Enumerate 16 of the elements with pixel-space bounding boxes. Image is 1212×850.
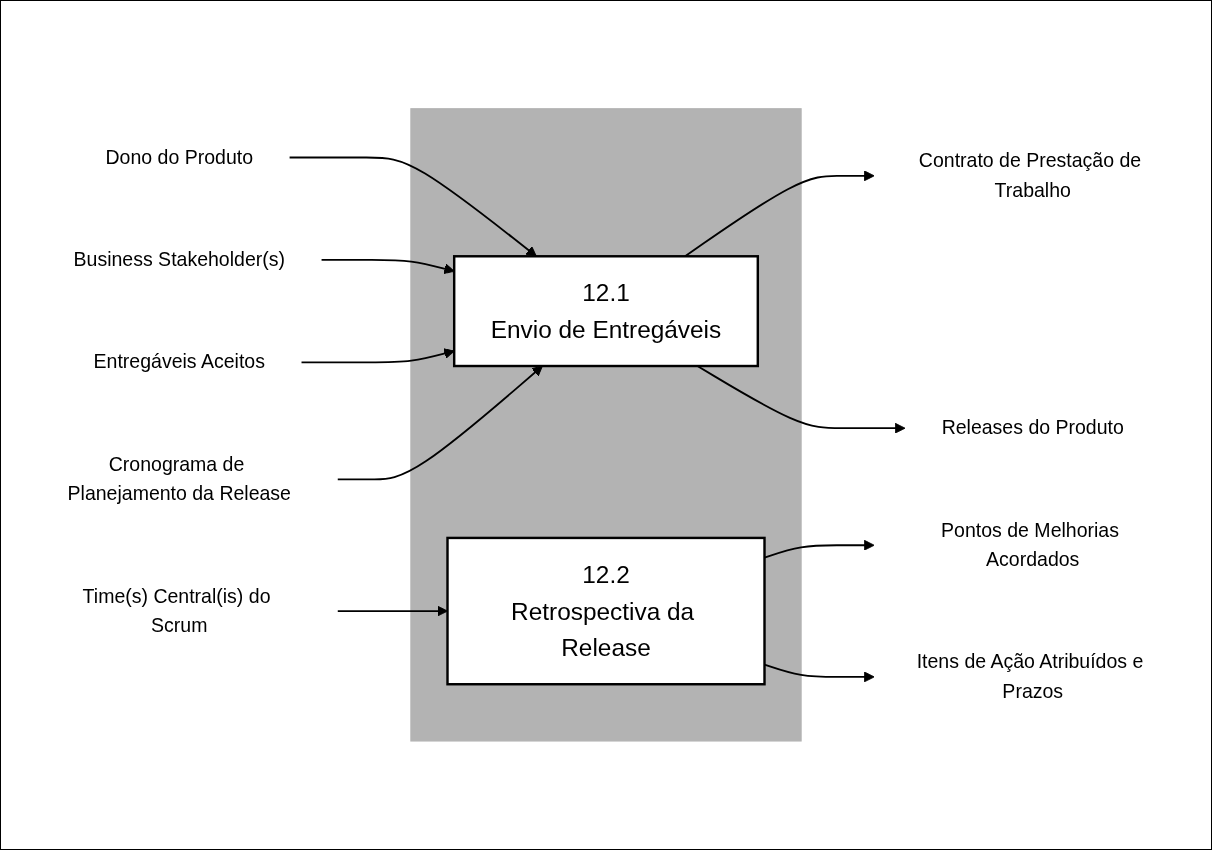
arrow — [288, 156, 537, 257]
arrow — [336, 605, 448, 617]
node-text: Itens de Ação Atribuídos e Prazos — [916, 651, 1144, 702]
node-text: Time(s) Central(is) do Scrum — [82, 585, 271, 636]
arrow — [300, 348, 455, 364]
node-text: Entregáveis Aceitos — [93, 351, 265, 373]
cluster — [410, 108, 802, 742]
node-text: Cronograma de Planejamento da Release — [67, 453, 291, 504]
node-text: Releases do Produto — [941, 417, 1124, 439]
node-text: Contrato de Prestação de Trabalho — [918, 150, 1142, 201]
node-text: Business Stakeholder(s) — [73, 249, 285, 270]
node-box: 12.1 Envio de Entregáveis — [452, 255, 760, 368]
arrow — [320, 259, 455, 275]
node-text: Dono do Produto — [105, 146, 254, 168]
node-box: 12.2 Retrospectiva da Release — [446, 536, 766, 686]
node-text: Pontos de Melhorias Acordados — [941, 519, 1119, 570]
